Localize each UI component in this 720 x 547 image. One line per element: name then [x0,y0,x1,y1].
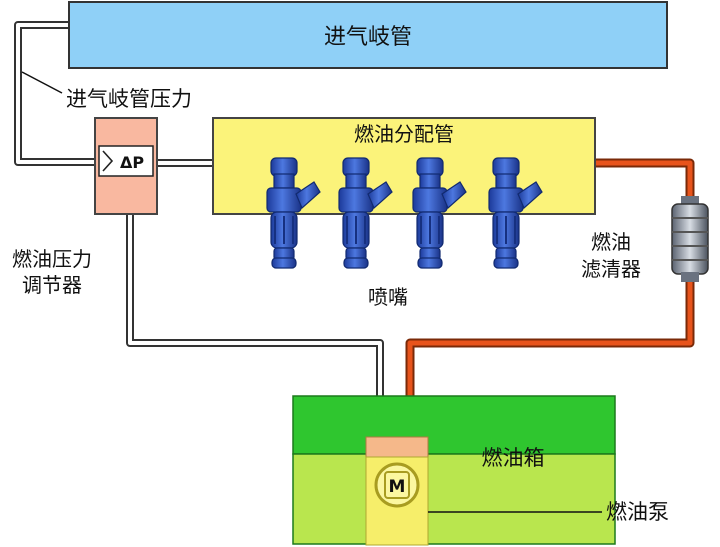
fuel-pump-label: 燃油泵 [606,500,669,524]
regulator-arrow-icon [102,150,114,172]
return-pipe-inner [128,212,382,440]
vacuum-pipe-inner [16,23,97,164]
fuel-filter-label-line2: 滤清器 [581,257,641,281]
fuel-rail-label: 燃油分配管 [354,122,454,146]
fuel-tank-label: 燃油箱 [482,446,545,470]
regulator-symbol: ΔP [120,153,144,172]
regulator-symbol-box [98,145,154,177]
manifold-pressure-label: 进气岐管压力 [66,87,192,111]
motor-icon [374,462,420,508]
regulator-label-line1: 燃油压力 [12,247,92,271]
intake-manifold-label: 进气岐管 [324,25,412,50]
fuel-filter-label-line1: 燃油 [591,230,631,254]
intake-manifold [68,1,668,69]
motor-symbol: M [389,477,406,497]
fuel-filter [671,196,709,282]
regulator-label-line2: 调节器 [22,273,82,297]
fuel-supply-line [405,158,695,440]
fuel-pump [365,436,429,546]
injectors-label: 喷嘴 [368,285,408,309]
fuel-tank [292,395,616,545]
manifold-pressure-leader [21,71,63,94]
